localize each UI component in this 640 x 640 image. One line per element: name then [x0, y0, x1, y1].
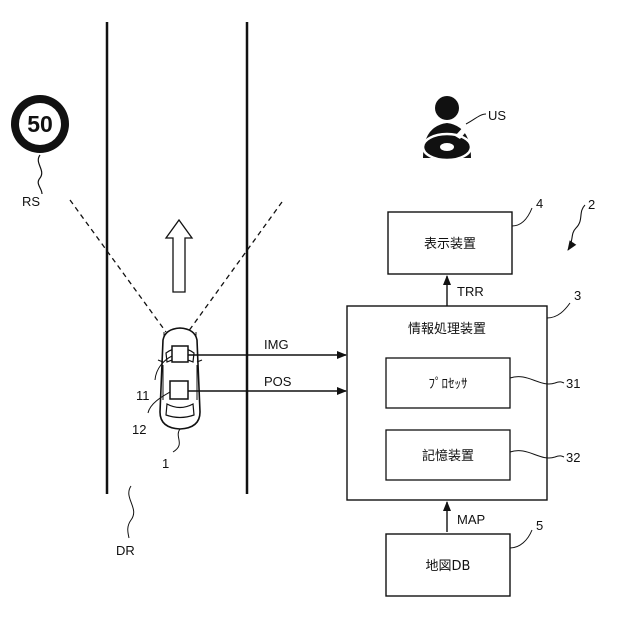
processor-name: ﾌﾟﾛｾｯｻ — [429, 377, 468, 392]
storage-ref: 32 — [566, 450, 580, 465]
driver-icon — [423, 96, 471, 160]
system-label: 2 — [588, 197, 595, 212]
vehicle-label: 1 — [162, 456, 169, 471]
user-leader — [466, 114, 486, 124]
vehicle-leader — [173, 429, 180, 452]
road-leader — [128, 486, 134, 538]
display-ref: 4 — [536, 196, 543, 211]
speed-limit-sign: 50 — [11, 95, 69, 194]
map-db-name: 地図DB — [426, 559, 471, 574]
trr-signal-label: TRR — [457, 284, 484, 299]
travel-direction-arrow — [166, 220, 192, 292]
vehicle — [158, 328, 202, 429]
info-processor-leader — [547, 303, 570, 318]
speed-limit-value: 50 — [27, 111, 53, 137]
speed-sign-label: RS — [22, 194, 40, 209]
camera-fov-right — [188, 202, 282, 332]
map-signal-label: MAP — [457, 512, 485, 527]
pos-signal-label: POS — [264, 374, 292, 389]
camera-label: 11 — [136, 388, 150, 403]
map-db-ref: 5 — [536, 518, 543, 533]
processor-ref: 31 — [566, 376, 580, 391]
gps-label: 12 — [132, 422, 146, 437]
camera-module — [172, 346, 188, 362]
img-signal-label: IMG — [264, 337, 289, 352]
info-processor-name: 情報処理装置 — [408, 322, 486, 337]
user-label: US — [488, 108, 506, 123]
road-label: DR — [116, 543, 135, 558]
gps-module — [170, 381, 188, 399]
storage-name: 記憶装置 — [422, 448, 474, 464]
display-name: 表示装置 — [424, 237, 476, 252]
camera-fov-left — [70, 200, 166, 332]
info-processor-ref: 3 — [574, 288, 581, 303]
map-db-leader — [510, 530, 532, 548]
display-leader — [512, 208, 532, 226]
system-leader-arrow — [568, 205, 585, 250]
